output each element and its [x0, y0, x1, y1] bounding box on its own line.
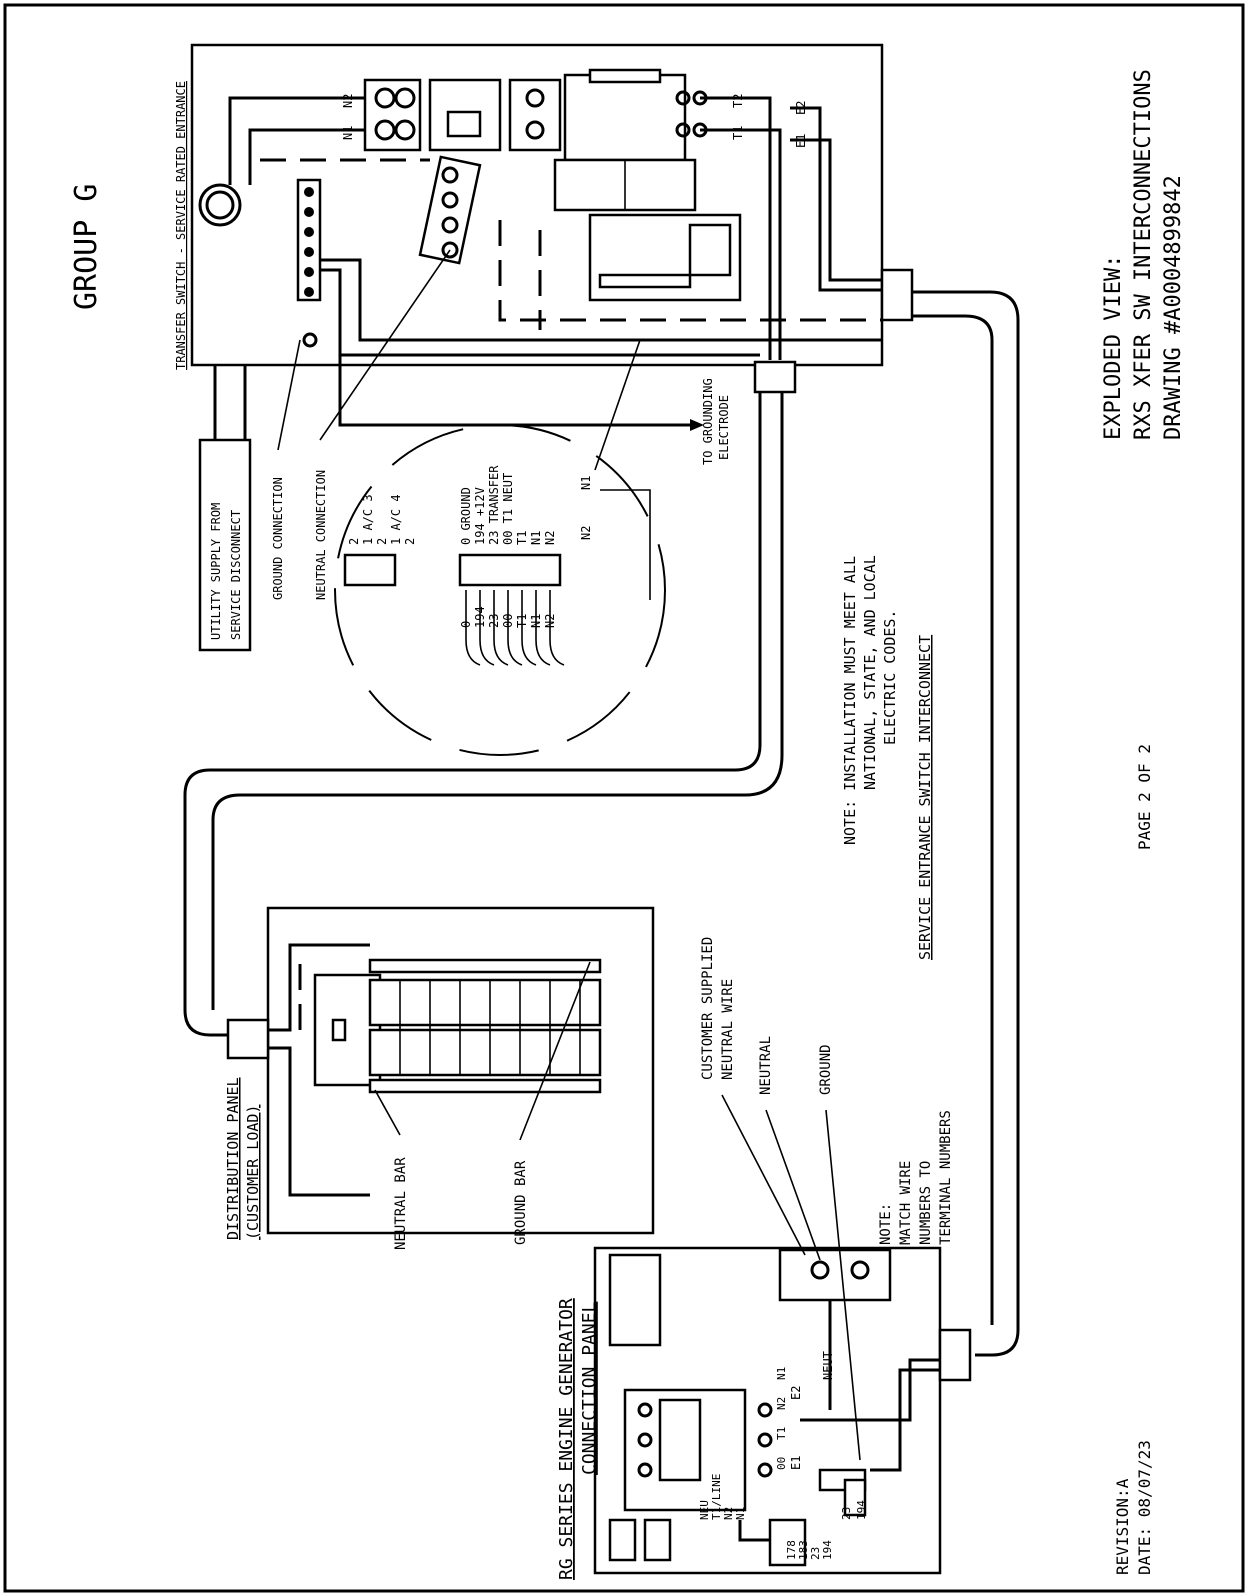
drawing-subtitle: RXS XFER SW INTERCONNECTIONS: [1131, 69, 1156, 440]
match-note-line3: TERMINAL NUMBERS: [938, 1110, 954, 1245]
service-entrance-label: SERVICE ENTRANCE SWITCH INTERCONNECT: [916, 635, 934, 960]
upper-pin-2: 1 A/C 3: [361, 494, 375, 545]
utility-supply-line1: UTILITY SUPPLY FROM: [209, 503, 223, 640]
term-a-00: 00: [775, 1457, 788, 1470]
neutral-bar-label: NEUTRAL BAR: [393, 1157, 409, 1250]
customer-neutral-line2: NEUTRAL WIRE: [720, 979, 736, 1080]
term-a-t1: T1: [775, 1427, 788, 1440]
conduit-to-distribution: [183, 392, 762, 1037]
term-b-194: 194: [821, 1540, 834, 1560]
ground-connection-label: GROUND CONNECTION: [271, 477, 285, 600]
switch-t1-label: T1: [731, 126, 745, 140]
neutral-label: NEUTRAL: [758, 1036, 774, 1095]
upper-pin-3: 2: [375, 538, 389, 545]
lower-pin-3: 23 TRANSFER: [487, 465, 501, 545]
term-a-label-t1line: T1/LINE: [710, 1474, 723, 1520]
lower-pin-7: N2: [543, 531, 557, 545]
term-a-label-n2: N2: [722, 1507, 735, 1520]
term-b-wire-194: 194: [855, 1500, 868, 1520]
upper-pin-labels: 2 1 A/C 3 2 1 A/C 4 2: [347, 494, 417, 545]
terminal-strip-b: 178 183 23 194: [785, 1540, 834, 1560]
ground-label: GROUND: [818, 1044, 834, 1095]
upper-pin-5: 2: [403, 538, 417, 545]
lower-pin-2: 194 +12V: [473, 487, 487, 545]
to-grounding-line1: TO GROUNDING: [701, 378, 715, 465]
utility-supply-line2: SERVICE DISCONNECT: [229, 510, 243, 640]
generator-panel: RG SERIES ENGINE GENERATOR CONNECTION PA…: [556, 937, 972, 1580]
ground-bar-label: GROUND BAR: [513, 1160, 529, 1245]
page-number: PAGE 2 OF 2: [1135, 744, 1154, 850]
conduit-to-generator: [912, 290, 1020, 1357]
terminal-strip-a-labels: NEU T1/LINE N2 N1: [698, 1474, 747, 1520]
terminal-strip-a: 00 T1 N2 N1: [775, 1367, 788, 1470]
term-a-n2: N2: [775, 1397, 788, 1410]
to-grounding-line2: ELECTRODE: [717, 395, 731, 460]
distribution-panel-subtitle: (CUSTOMER LOAD): [244, 1105, 262, 1240]
terminal-detail: 2 1 A/C 3 2 1 A/C 4 2 0 GROUND 194 +12V …: [334, 339, 666, 756]
switch-n1-label: N1: [341, 126, 355, 140]
terminal-strip-b-wires: 23 194: [840, 1500, 868, 1520]
detail-n1-label: N1: [579, 476, 593, 490]
term-a-label-neu: NEU: [698, 1500, 711, 1520]
install-note-line3: ELECTRIC CODES.: [881, 610, 899, 745]
revision-label: REVISION:A: [1113, 1478, 1132, 1575]
lower-pin-5: T1: [515, 531, 529, 545]
term-a-label-n1: N1: [734, 1507, 747, 1520]
gen-e2-label: E2: [789, 1386, 803, 1400]
detail-n2-label: N2: [579, 526, 593, 540]
term-a-n1: N1: [775, 1367, 788, 1380]
install-note: NOTE: INSTALLATION MUST MEET ALL NATIONA…: [841, 555, 934, 960]
sheet-border: [3, 3, 1245, 1593]
install-note-line1: NOTE: INSTALLATION MUST MEET ALL: [841, 556, 859, 845]
lower-pin-labels: 0 GROUND 194 +12V 23 TRANSFER 00 T1 NEUT…: [459, 465, 557, 545]
term-b-23: 23: [809, 1547, 822, 1560]
term-b-178: 178: [785, 1540, 798, 1560]
switch-t2-label: T2: [731, 94, 745, 108]
title-block: GROUP G EXPLODED VIEW: RXS XFER SW INTER…: [69, 69, 1186, 1575]
neut-label: NEUT: [821, 1351, 835, 1380]
upper-pin-4: 1 A/C 4: [389, 494, 403, 545]
customer-neutral-line1: CUSTOMER SUPPLIED: [700, 937, 716, 1080]
transfer-switch: TRANSFER SWITCH - SERVICE RATED ENTRANCE…: [174, 43, 914, 394]
match-note-line1: MATCH WIRE: [898, 1161, 914, 1245]
term-b-wire-23: 23: [840, 1507, 853, 1520]
lower-pin-4: 00 T1 NEUT: [501, 473, 515, 545]
drawing-number: DRAWING #A0004899842: [1161, 175, 1186, 440]
distribution-panel-title: DISTRIBUTION PANEL: [224, 1077, 242, 1240]
match-note-line2: NUMBERS TO: [918, 1161, 934, 1245]
distribution-panel: DISTRIBUTION PANEL (CUSTOMER LOAD) NEUTR…: [224, 906, 655, 1250]
lower-pin-1: 0 GROUND: [459, 487, 473, 545]
exploded-view-label: EXPLODED VIEW:: [1101, 255, 1126, 440]
install-note-line2: NATIONAL, STATE, AND LOCAL: [861, 555, 879, 790]
switch-n2-label: N2: [341, 94, 355, 108]
neutral-connection-label: NEUTRAL CONNECTION: [314, 470, 328, 600]
generator-panel-subtitle: CONNECTION PANEL: [579, 1301, 600, 1475]
lower-pin-6: N1: [529, 531, 543, 545]
term-b-183: 183: [797, 1540, 810, 1560]
switch-callouts: GROUND CONNECTION NEUTRAL CONNECTION TO …: [271, 249, 731, 600]
revision-date: DATE: 08/07/23: [1135, 1440, 1154, 1575]
transfer-switch-label: TRANSFER SWITCH - SERVICE RATED ENTRANCE: [174, 81, 188, 370]
upper-pin-1: 2: [347, 538, 361, 545]
gen-e1-label: E1: [789, 1456, 803, 1470]
generator-panel-title: RG SERIES ENGINE GENERATOR: [556, 1298, 577, 1580]
group-label: GROUP G: [69, 184, 104, 310]
match-note-title: NOTE:: [878, 1203, 894, 1245]
utility-supply: UTILITY SUPPLY FROM SERVICE DISCONNECT: [198, 365, 252, 652]
breaker-rows: [368, 958, 602, 1094]
